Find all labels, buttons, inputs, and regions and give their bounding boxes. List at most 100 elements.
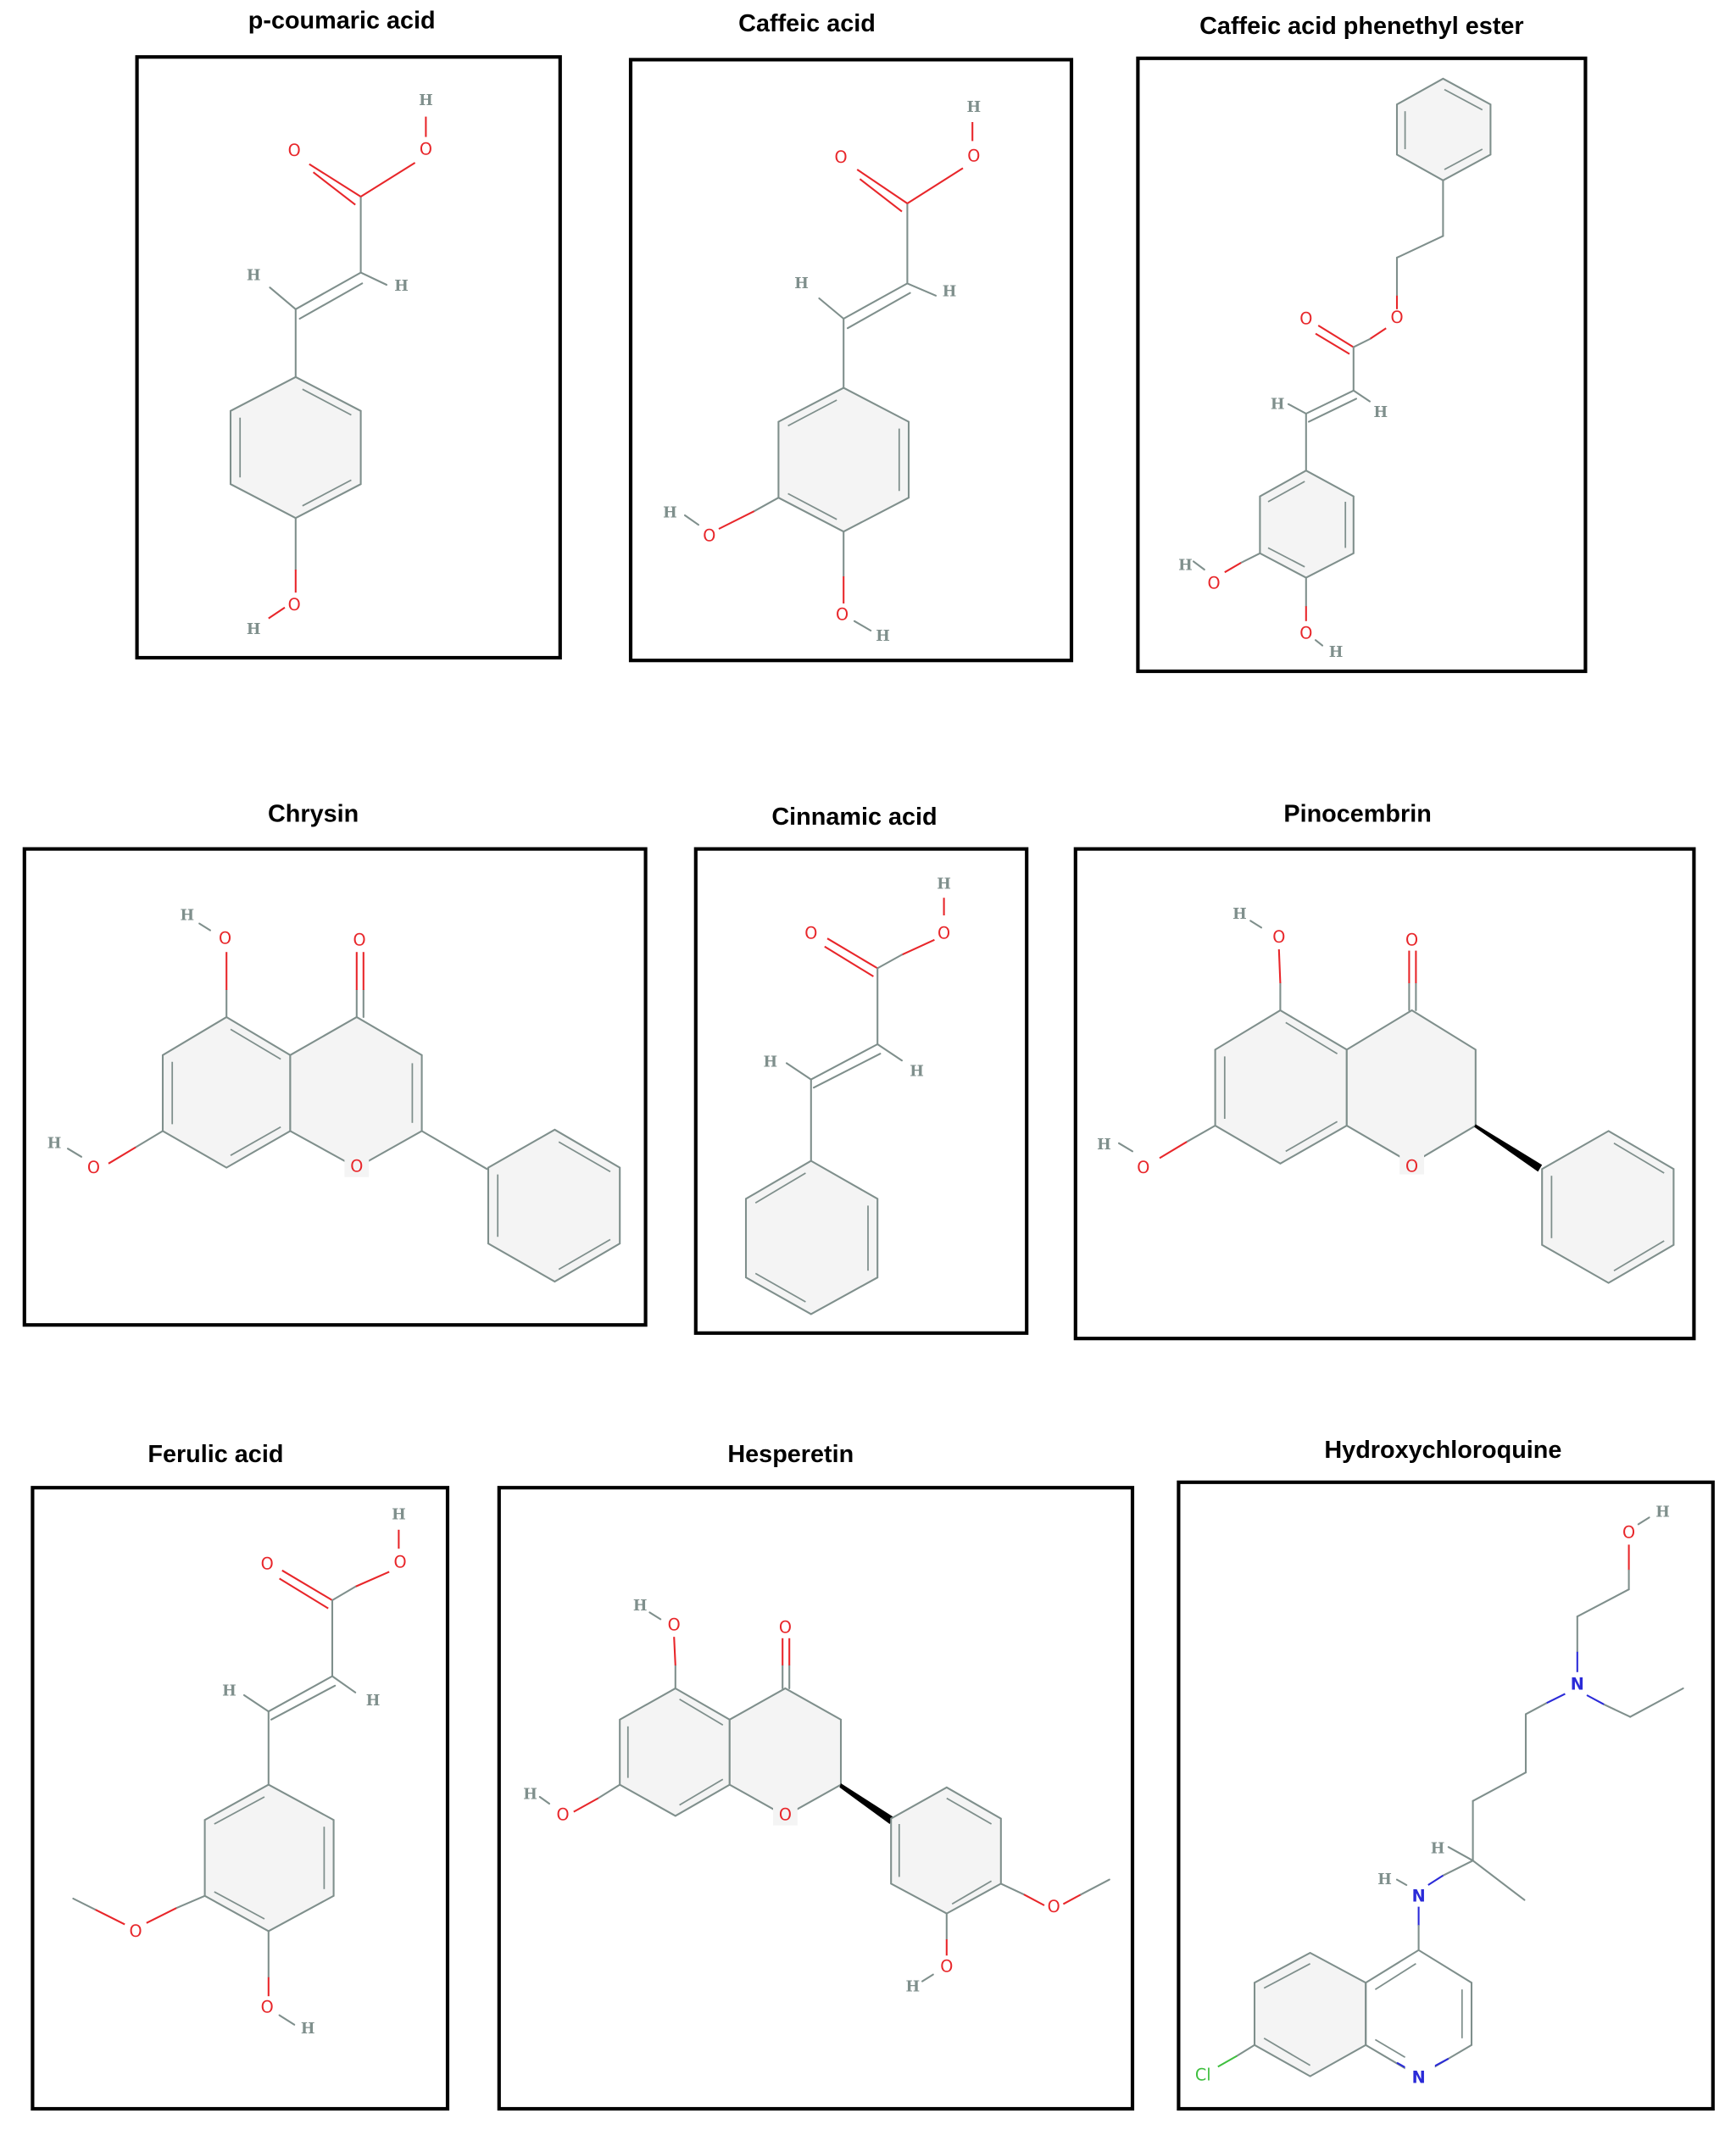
atom-h: H [1097,1136,1111,1154]
benzene-ring [777,386,910,533]
atom-h: H [794,275,809,292]
atom-o: O [967,147,980,166]
atom-o: O [834,147,847,167]
atom-n: N [1571,1675,1584,1694]
pyridine-ring [1365,1949,1473,2077]
panel-caffeic-acid: Caffeic acid O O H H [628,10,1074,663]
atom-h: H [392,1506,406,1524]
atom-h: H [301,2020,315,2038]
a-ring [161,1015,292,1169]
a-ring [619,1687,731,1817]
benzene-ring [1395,77,1492,181]
atom-h: H [1373,403,1388,421]
benzene-ring [744,1159,879,1315]
atom-h: H [247,266,261,284]
panel-title: Hesperetin [727,1441,854,1468]
stereo-wedge [839,1783,894,1824]
panel-title: Pinocembrin [1283,801,1431,828]
atom-h: H [910,1063,924,1081]
atom-o: O [261,1554,274,1573]
atom-h: H [394,277,409,295]
atom-h: H [1655,1504,1670,1521]
panel-hydroxychloroquine: Hydroxychloroquine [1177,1437,1715,2111]
panel-title: Ferulic acid [147,1441,283,1468]
atom-h: H [247,620,261,638]
atom-h: H [1329,643,1344,661]
panel-title: Caffeic acid [738,10,876,37]
benzene-ring [487,1128,621,1283]
benzene-ring [229,375,362,520]
atom-o: O [836,604,849,624]
benzene-ring [203,1783,335,1932]
atom-o: O [668,1615,681,1634]
atom-o: O [129,1921,142,1941]
atom-h: H [633,1597,648,1615]
panel-frame [22,847,648,1327]
atom-h: H [1431,1839,1445,1857]
panel-title: p-coumaric acid [248,8,436,35]
molecule-cape: O O H H O H O H [1178,77,1492,661]
atom-o: O [1299,309,1312,329]
atom-o: O [1405,1157,1418,1176]
atom-o: O [219,929,231,948]
atom-o: O [1299,624,1312,643]
stereo-wedge [1474,1124,1543,1172]
atom-h: H [222,1682,236,1700]
atom-o: O [261,1998,274,2017]
atom-h: H [1232,905,1247,923]
atom-o: O [938,923,950,943]
atom-h: H [1271,395,1285,413]
atom-o: O [353,930,365,949]
panel-cinnamic-acid: Cinnamic acid H O O H H [693,804,1029,1335]
panel-frame [1177,1480,1715,2111]
benzene-ring [1259,470,1355,579]
atom-o: O [393,1553,406,1572]
atom-h: H [366,1692,381,1710]
c-ring [289,1015,423,1169]
atom-o: O [87,1158,100,1177]
atom-h: H [966,98,981,116]
atom-h: H [905,1978,920,1996]
panel-frame [31,1486,450,2111]
panel-p-coumaric-acid: p-coumaric acid O O H H H O H [135,8,562,660]
atom-o: O [1137,1158,1149,1177]
panel-frame [497,1486,1135,2111]
panel-chrysin: Chrysin O H O [22,801,648,1327]
molecule-p-coumaric-acid: O O H H H O H [229,92,433,638]
benzo-ring [1253,1951,1367,2077]
b-ring [890,1786,1002,1915]
panel-pinocembrin: Pinocembrin O H O H [1073,801,1696,1341]
panel-ferulic-acid: Ferulic acid H O O [31,1441,450,2111]
atom-o: O [779,1618,792,1638]
atom-o: O [1405,930,1418,949]
atom-n: N [1412,1886,1426,1905]
atom-h: H [1377,1871,1392,1888]
c-ring [1345,1009,1477,1165]
atom-h: H [663,503,677,521]
panel-title: Chrysin [268,801,359,828]
panel-frame [628,58,1074,663]
panel-hesperetin: Hesperetin [497,1441,1135,2111]
panel-frame [1136,56,1588,674]
atom-o: O [288,141,301,160]
atom-o: O [556,1805,569,1824]
molecule-hesperetin: O H O H O O O H O [523,1597,1110,1996]
molecule-cinnamic-acid: H O O H H [744,876,951,1315]
panel-frame [693,847,1029,1335]
panel-frame [1073,847,1696,1341]
molecule-ferulic-acid: H O O H H O O H [72,1506,407,2038]
atom-o: O [350,1157,363,1176]
molecule-pinocembrin: O H O H O O [1097,905,1675,1284]
panel-title: Caffeic acid phenethyl ester [1199,13,1524,40]
panel-title: Cinnamic acid [771,804,937,831]
atom-n: N [1412,2068,1426,2088]
atom-o: O [940,1957,953,1977]
atom-h: H [180,907,194,925]
atom-h: H [763,1053,777,1070]
atom-o: O [1272,927,1285,947]
atom-h: H [876,627,890,645]
atom-o: O [1048,1897,1060,1916]
atom-o: O [1207,574,1220,593]
